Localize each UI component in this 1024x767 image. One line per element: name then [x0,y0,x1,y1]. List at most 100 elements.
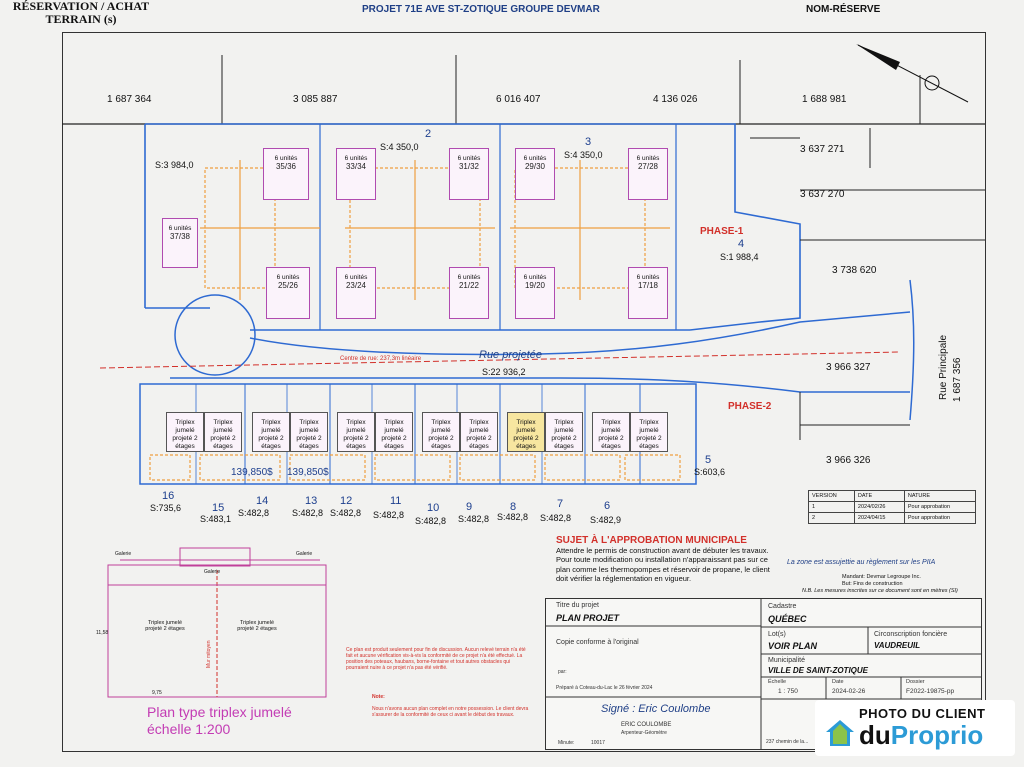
date-label: Date [832,679,844,685]
lot-number: 11 [390,495,402,507]
but: But: Fins de construction [842,581,903,587]
lot-number: 15 [212,502,225,514]
note-label: Note: [372,694,385,700]
muni-label: Municipalité [768,657,805,664]
triplex-building: Triplex jumelé projeté 2 étages [545,412,583,452]
lot-area: S:735,6 [150,503,182,513]
block-area: S:3 984,0 [155,160,194,170]
triplex-building: Triplex jumelé projeté 2 étages [166,412,204,452]
lot-area: S:482,8 [458,514,490,524]
house-icon [826,720,854,746]
typ-galerie-center: Galerie [204,569,221,575]
prepared-note: Préparé à Coteau-du-Lac le 26 février 20… [556,685,653,691]
lot-number: 3 738 620 [832,265,877,276]
reservation-title: RÉSERVATION / ACHAT TERRAIN (s) [12,0,150,26]
lot-number: 3 966 327 [826,362,871,373]
block-number: 2 [425,128,432,140]
title-label: Titre du projet [556,602,599,609]
muni-value: VILLE DE SAINT-ZOTIQUE [768,666,869,675]
cadastre-value: QUÉBEC [768,614,807,624]
road-name: Rue projetée [479,349,542,361]
north-arrow-head [856,44,900,70]
lot-number: 13 [305,495,318,507]
typ-galerie-left: Galerie [115,551,132,557]
lot-area: S:482,8 [415,516,447,526]
lot-number: 3 966 326 [826,455,871,466]
road-area: S:22 936,2 [482,367,526,377]
minute-label: Minute: [558,740,575,746]
lot-number: 16 [162,490,175,502]
lot-number: 14 [256,495,269,507]
lot-number: 1 687 364 [107,94,152,105]
municipal-notice: SUJET À L'APPROBATION MUNICIPALE Attendr… [556,536,781,584]
lot-number: 3 085 887 [293,94,338,105]
triplex-building: Triplex jumelé projeté 2 étages [507,412,545,452]
notice-line-2: Pour toute modification ou installation … [556,555,770,583]
triplex-building: Triplex jumelé projeté 2 étages [422,412,460,452]
lot-area: S:482,8 [373,510,405,520]
lot-number: 5 [705,454,712,466]
triplex-building: Triplex jumelé projeté 2 étages [460,412,498,452]
duproprio-watermark: PHOTO DU CLIENT duProprio [815,700,1015,756]
cadastre-label: Cadastre [768,603,797,610]
lot-area: S:482,8 [330,508,362,518]
block-area: S:4 350,0 [564,150,603,160]
note-text: Nous n'avons aucun plan complet en notre… [372,706,529,718]
scale-label: Échelle [768,679,787,685]
north-label: NOM-RÉSERVE [806,4,881,15]
block-number: 3 [585,136,592,148]
typ-scale: échelle 1:200 [147,721,231,737]
lot-number: 3 637 271 [800,144,845,155]
address: 237 chemin de la... [766,739,809,745]
piia-note: La zone est assujettie au règlement sur … [787,559,936,566]
triplex-building: Triplex jumelé projeté 2 étages [630,412,668,452]
typ-galerie-right: Galerie [296,551,313,557]
triplex-building: Triplex jumelé projeté 2 étages [592,412,630,452]
drawing-frame [62,32,986,752]
lot-number: 7 [557,498,564,510]
lots-label: Lot(s) [768,631,786,638]
triplex-building: Triplex jumelé projeté 2 étages [204,412,242,452]
sale-price: 139,850$ [287,467,329,478]
dossier-label: Dossier [906,679,925,685]
title-block-grid [546,599,981,749]
date-value: 2024-02-26 [832,688,866,695]
project-title: PROJET 71E AVE ST-ZOTIQUE GROUPE DEVMAR [362,4,600,15]
notice-title: SUJET À L'APPROBATION MUNICIPALE [556,535,747,546]
phase-1-area: S:1 988,4 [720,252,759,262]
dossier-value: F2022-19875-pp [906,688,955,695]
typ-title: Plan type triplex jumelé [147,704,292,720]
lot-number: 6 [604,500,611,512]
lot-number: 8 [510,501,517,513]
lot-number: 3 637 270 [800,189,845,200]
minute-value: 10017 [591,740,605,746]
nb-note: N.B. Les mesures inscrites sur ce docume… [802,588,958,594]
typ-dim-height: 11,58 [96,630,109,636]
lot-number: 10 [427,502,440,514]
circ-label: Circonscription foncière [874,631,948,638]
lot-number: 4 136 026 [653,94,698,105]
road-centre-note: Centre de rue: 237,3m linéaire [340,356,422,362]
main-street-name: Rue Principale [938,334,949,400]
lot-number: 6 016 407 [496,94,541,105]
lot-area: S:482,8 [497,512,529,522]
signed-by: Signé : Eric Coulombe [601,703,711,715]
mandant: Mandant: Devmar Legroupe Inc. [842,574,921,580]
sale-price: 139,850$ [231,467,273,478]
title-value: PLAN PROJET [556,613,620,623]
typ-dim-width: 9,75 [152,690,162,696]
par-label: par: [558,669,567,675]
lot-area: S:482,8 [540,513,572,523]
